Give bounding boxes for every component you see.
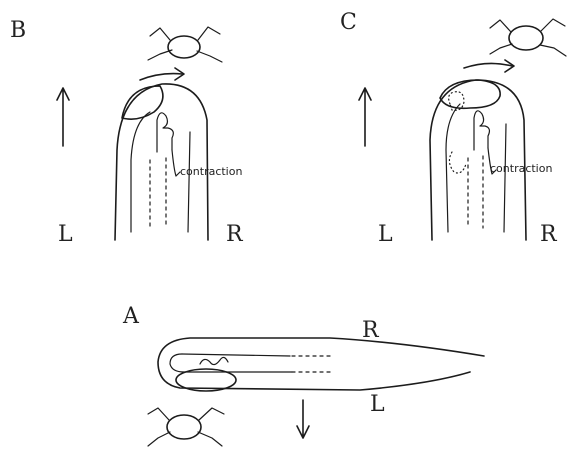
panel-b-inner-body [131, 112, 190, 232]
panel-b-outer-body [115, 84, 208, 240]
panel-a-down-arrow [297, 400, 309, 438]
panel-b-up-arrow [57, 88, 69, 146]
panel-b-drawing [57, 27, 222, 240]
panel-c-disc [440, 80, 500, 108]
panel-a-spider-icon [148, 408, 224, 446]
panel-c-up-arrow [359, 88, 371, 146]
panel-c-spider-icon [490, 19, 566, 56]
panel-a-drawing [148, 338, 484, 446]
panel-a-organ [200, 357, 228, 364]
panel-a-outer-body [158, 338, 484, 390]
panel-b-organ [157, 113, 173, 152]
panel-c-drawing [359, 19, 566, 240]
panel-b-spider-icon [148, 27, 222, 62]
panel-c-rotation-arrow [464, 63, 512, 68]
panel-c-organ [474, 111, 489, 150]
